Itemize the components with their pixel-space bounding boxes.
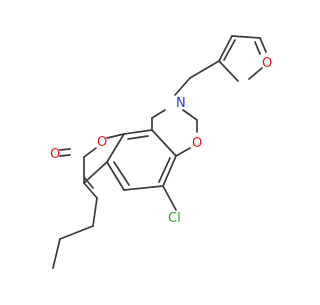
bond: [106, 161, 125, 191]
bond: [151, 109, 166, 119]
bond: [162, 185, 177, 211]
bond: [59, 225, 94, 240]
bond: [259, 37, 267, 53]
atom-label-oxygen-pyranone: O: [97, 135, 107, 150]
bond: [59, 148, 71, 151]
bond: [106, 133, 125, 163]
bond: [113, 161, 130, 186]
bond: [175, 147, 191, 157]
bond: [254, 41, 261, 55]
bond: [83, 161, 108, 184]
bond: [218, 35, 233, 62]
bond: [174, 77, 191, 96]
bond: [158, 157, 171, 183]
bond: [83, 147, 97, 158]
bond: [162, 155, 177, 187]
bond: [83, 182, 98, 199]
bond: [92, 197, 98, 227]
bond: [189, 60, 220, 79]
oxazine-ring: [151, 109, 198, 157]
atom-label-oxygen-furan: O: [262, 56, 272, 71]
atom-label-chlorine: Cl: [168, 211, 181, 226]
bond: [123, 129, 153, 135]
bond: [231, 35, 261, 39]
bond: [151, 129, 177, 157]
molecule-structure: N O O O O Cl: [50, 35, 272, 269]
bond: [218, 60, 239, 82]
bond: [182, 109, 198, 121]
pyranone-ring: [59, 133, 125, 199]
furan-ring: [218, 35, 267, 82]
bond: [123, 185, 164, 191]
atom-label-nitrogen: N: [176, 96, 186, 111]
atom-label-oxygen-carbonyl: O: [50, 147, 60, 162]
bond: [52, 238, 61, 269]
bond: [223, 39, 236, 61]
bond: [59, 154, 71, 157]
benzene-ring: [106, 129, 177, 191]
atom-label-oxygen-oxazine: O: [192, 136, 202, 151]
bond: [127, 135, 149, 140]
propyl-chain: [52, 197, 98, 269]
bond: [83, 176, 94, 189]
bond: [248, 67, 263, 80]
molecule-canvas: N O O O O Cl: [50, 35, 272, 269]
bond: [106, 133, 125, 139]
